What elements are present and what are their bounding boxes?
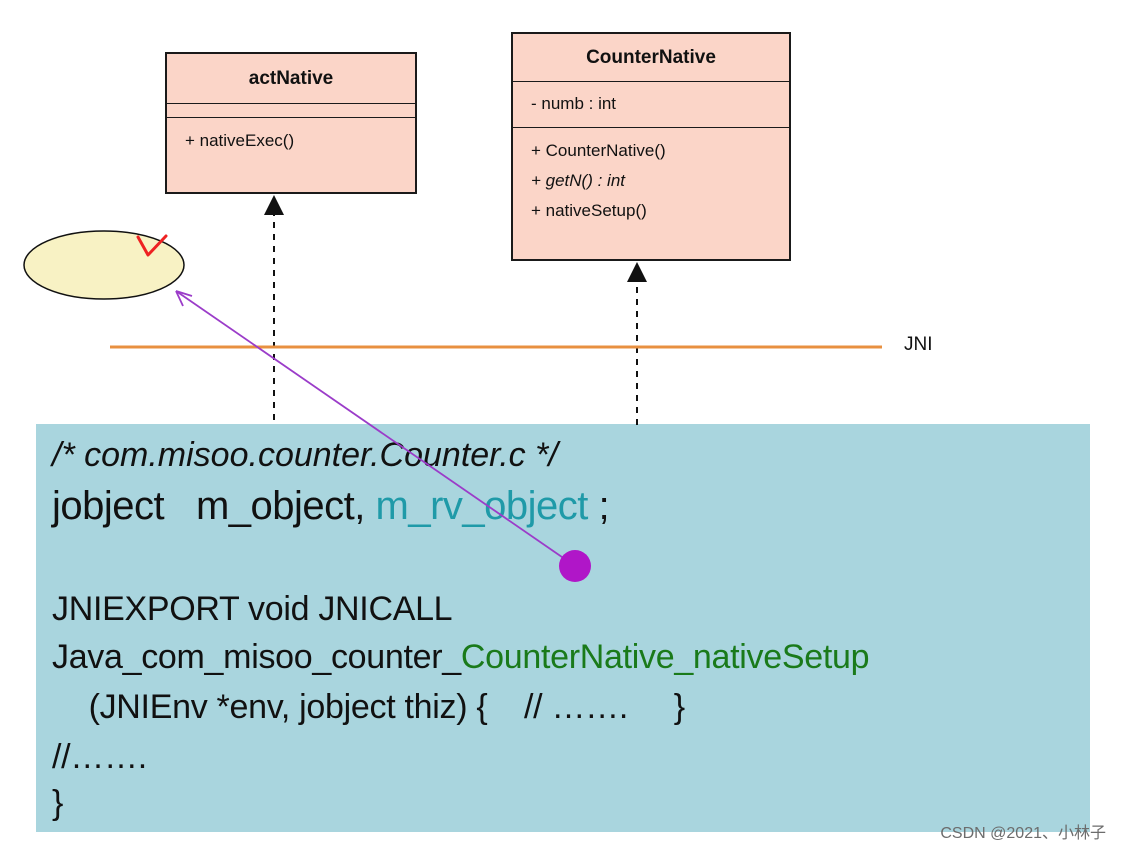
class-name: CounterNative [513, 34, 789, 82]
operation-native-setup: + nativeSetup() [531, 201, 647, 220]
decl-suffix: ; [587, 484, 610, 528]
operation-get-n: + getN() : int [531, 171, 626, 190]
class-box-counternative: CounterNative - numb : int + CounterNati… [511, 32, 791, 261]
class-box-actnative: actNative + nativeExec() [165, 52, 417, 194]
code-function-name: Java_com_misoo_counter_CounterNative_nat… [52, 638, 870, 677]
code-comment: /* com.misoo.counter.Counter.c */ [52, 436, 558, 474]
class-operations: + CounterNative() + getN() : int + nativ… [513, 128, 789, 226]
class-attributes: - numb : int [513, 82, 789, 128]
operation-constructor: + CounterNative() [531, 141, 666, 160]
code-body-comment: //……. [52, 738, 147, 776]
class-operations: + nativeExec() [167, 118, 415, 156]
code-panel: /* com.misoo.counter.Counter.c */ jobjec… [36, 424, 1090, 832]
operation-native-exec: + nativeExec() [185, 131, 295, 150]
code-declaration: jobject m_object, m_rv_object ; [52, 484, 610, 529]
pointer-line [175, 290, 576, 567]
attribute-numb: - numb : int [531, 94, 617, 113]
func-prefix: Java_com_misoo_counter_ [52, 638, 461, 676]
func-highlight: CounterNative_nativeSetup [460, 638, 870, 676]
decl-highlight: m_rv_object [375, 484, 589, 528]
check-mark-icon [136, 234, 168, 257]
jni-boundary-label: JNI [904, 334, 933, 355]
pointer-dot [559, 550, 591, 582]
code-closing-brace: } [52, 784, 64, 822]
watermark: CSDN @2021、小林子 [940, 825, 1106, 842]
pointer-arrowhead-icon [175, 290, 193, 307]
code-params-line: (JNIEnv *env, jobject thiz) { // ……. } [52, 688, 686, 726]
class-attributes [167, 104, 415, 118]
decl-prefix: jobject m_object, [52, 484, 376, 528]
code-export-line: JNIEXPORT void JNICALL [52, 590, 453, 628]
class-name: actNative [167, 54, 415, 104]
